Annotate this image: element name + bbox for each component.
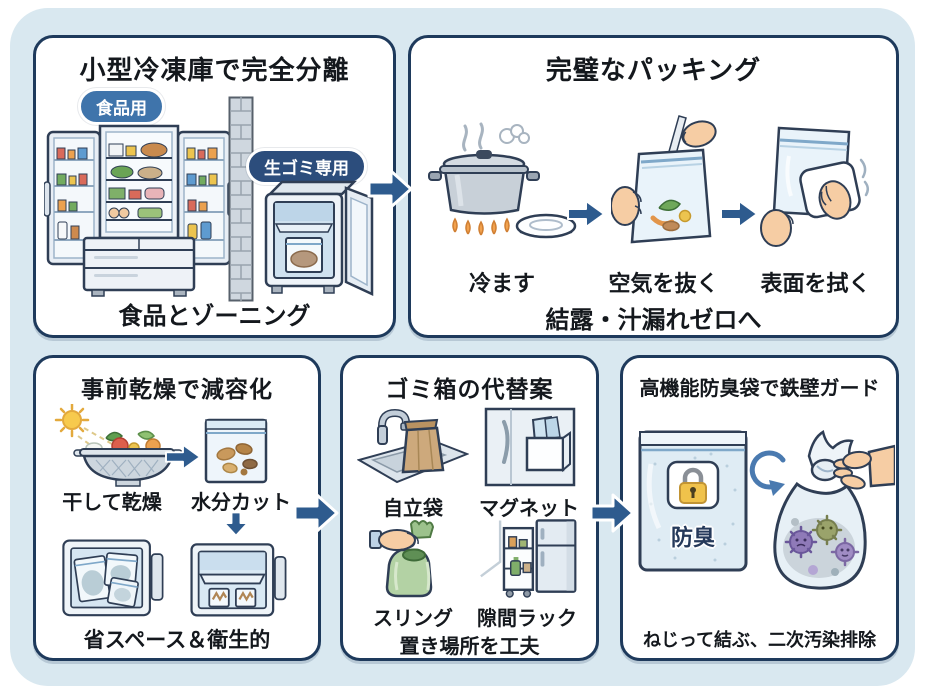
panel-caption: ねじって結ぶ、二次汚染排除 bbox=[642, 630, 877, 651]
panel-title: 小型冷凍庫で完全分離 bbox=[79, 56, 350, 86]
step-label: 水分カット bbox=[191, 490, 291, 514]
odor-proof-bag-icon bbox=[638, 430, 748, 572]
wipe-bag-icon bbox=[760, 126, 869, 247]
panel-bin-alternatives: ゴミ箱の代替案 自立袋 マグネット bbox=[340, 355, 599, 661]
panel-title: 完璧なパッキング bbox=[545, 56, 762, 86]
panel-title: 高機能防臭袋で鉄壁ガード bbox=[639, 376, 880, 400]
step-label: 空気を抜く bbox=[608, 272, 719, 297]
panel-odor-guard: 高機能防臭袋で鉄壁ガード 防臭 bbox=[620, 355, 899, 661]
panel-title: ゴミ箱の代替案 bbox=[385, 377, 554, 403]
panel-caption: 置き場所を工夫 bbox=[399, 634, 540, 658]
panel-title: 事前乾燥で減容化 bbox=[81, 377, 273, 403]
step-label: 干して乾燥 bbox=[62, 490, 162, 514]
panel-perfect-packing: 完璧なパッキング bbox=[408, 35, 899, 338]
refrigerator-icon bbox=[44, 124, 234, 297]
step-label: 冷ます bbox=[468, 272, 535, 297]
freezer-full-bags-icon bbox=[62, 539, 164, 617]
magnet-pocket-icon bbox=[484, 407, 576, 487]
step-label: 表面を拭く bbox=[760, 272, 871, 297]
item-label: スリング bbox=[373, 606, 453, 630]
brick-wall-icon bbox=[228, 96, 254, 302]
panel-caption: 食品とゾーニング bbox=[118, 302, 311, 330]
panel-caption: 省スペース＆衛生的 bbox=[83, 628, 271, 652]
flow-arrow-icon bbox=[367, 169, 413, 209]
step-arrow-icon bbox=[165, 443, 201, 471]
sink-standing-bag-icon bbox=[357, 408, 469, 484]
item-label: マグネット bbox=[479, 496, 579, 520]
panel-caption: 結露・汁漏れゼロへ bbox=[545, 306, 762, 334]
step-arrow-icon bbox=[720, 200, 758, 228]
dried-scraps-bag-icon bbox=[204, 418, 268, 484]
flow-arrow-icon bbox=[589, 493, 635, 533]
panel-freezer-separation: 小型冷凍庫で完全分離 食品用 bbox=[33, 35, 396, 338]
food-use-badge: 食品用 bbox=[78, 88, 165, 125]
sling-bag-icon bbox=[369, 520, 435, 598]
flow-arrow-icon bbox=[293, 493, 339, 533]
panel-pre-drying: 事前乾燥で減容化 bbox=[33, 355, 321, 661]
mini-freezer-icon bbox=[264, 180, 374, 296]
odor-proof-label: 防臭 bbox=[670, 526, 715, 551]
freezer-shelf-space-icon bbox=[190, 543, 287, 617]
gap-rack-icon bbox=[480, 519, 577, 598]
item-label: 隙間ラック bbox=[477, 606, 577, 630]
item-label: 自立袋 bbox=[383, 496, 443, 520]
step-arrow-icon bbox=[567, 200, 605, 228]
down-arrow-icon bbox=[223, 511, 249, 537]
twisted-bag-icon bbox=[749, 430, 895, 590]
cooling-pot-icon bbox=[428, 122, 577, 239]
air-squeeze-bag-icon bbox=[611, 115, 717, 244]
